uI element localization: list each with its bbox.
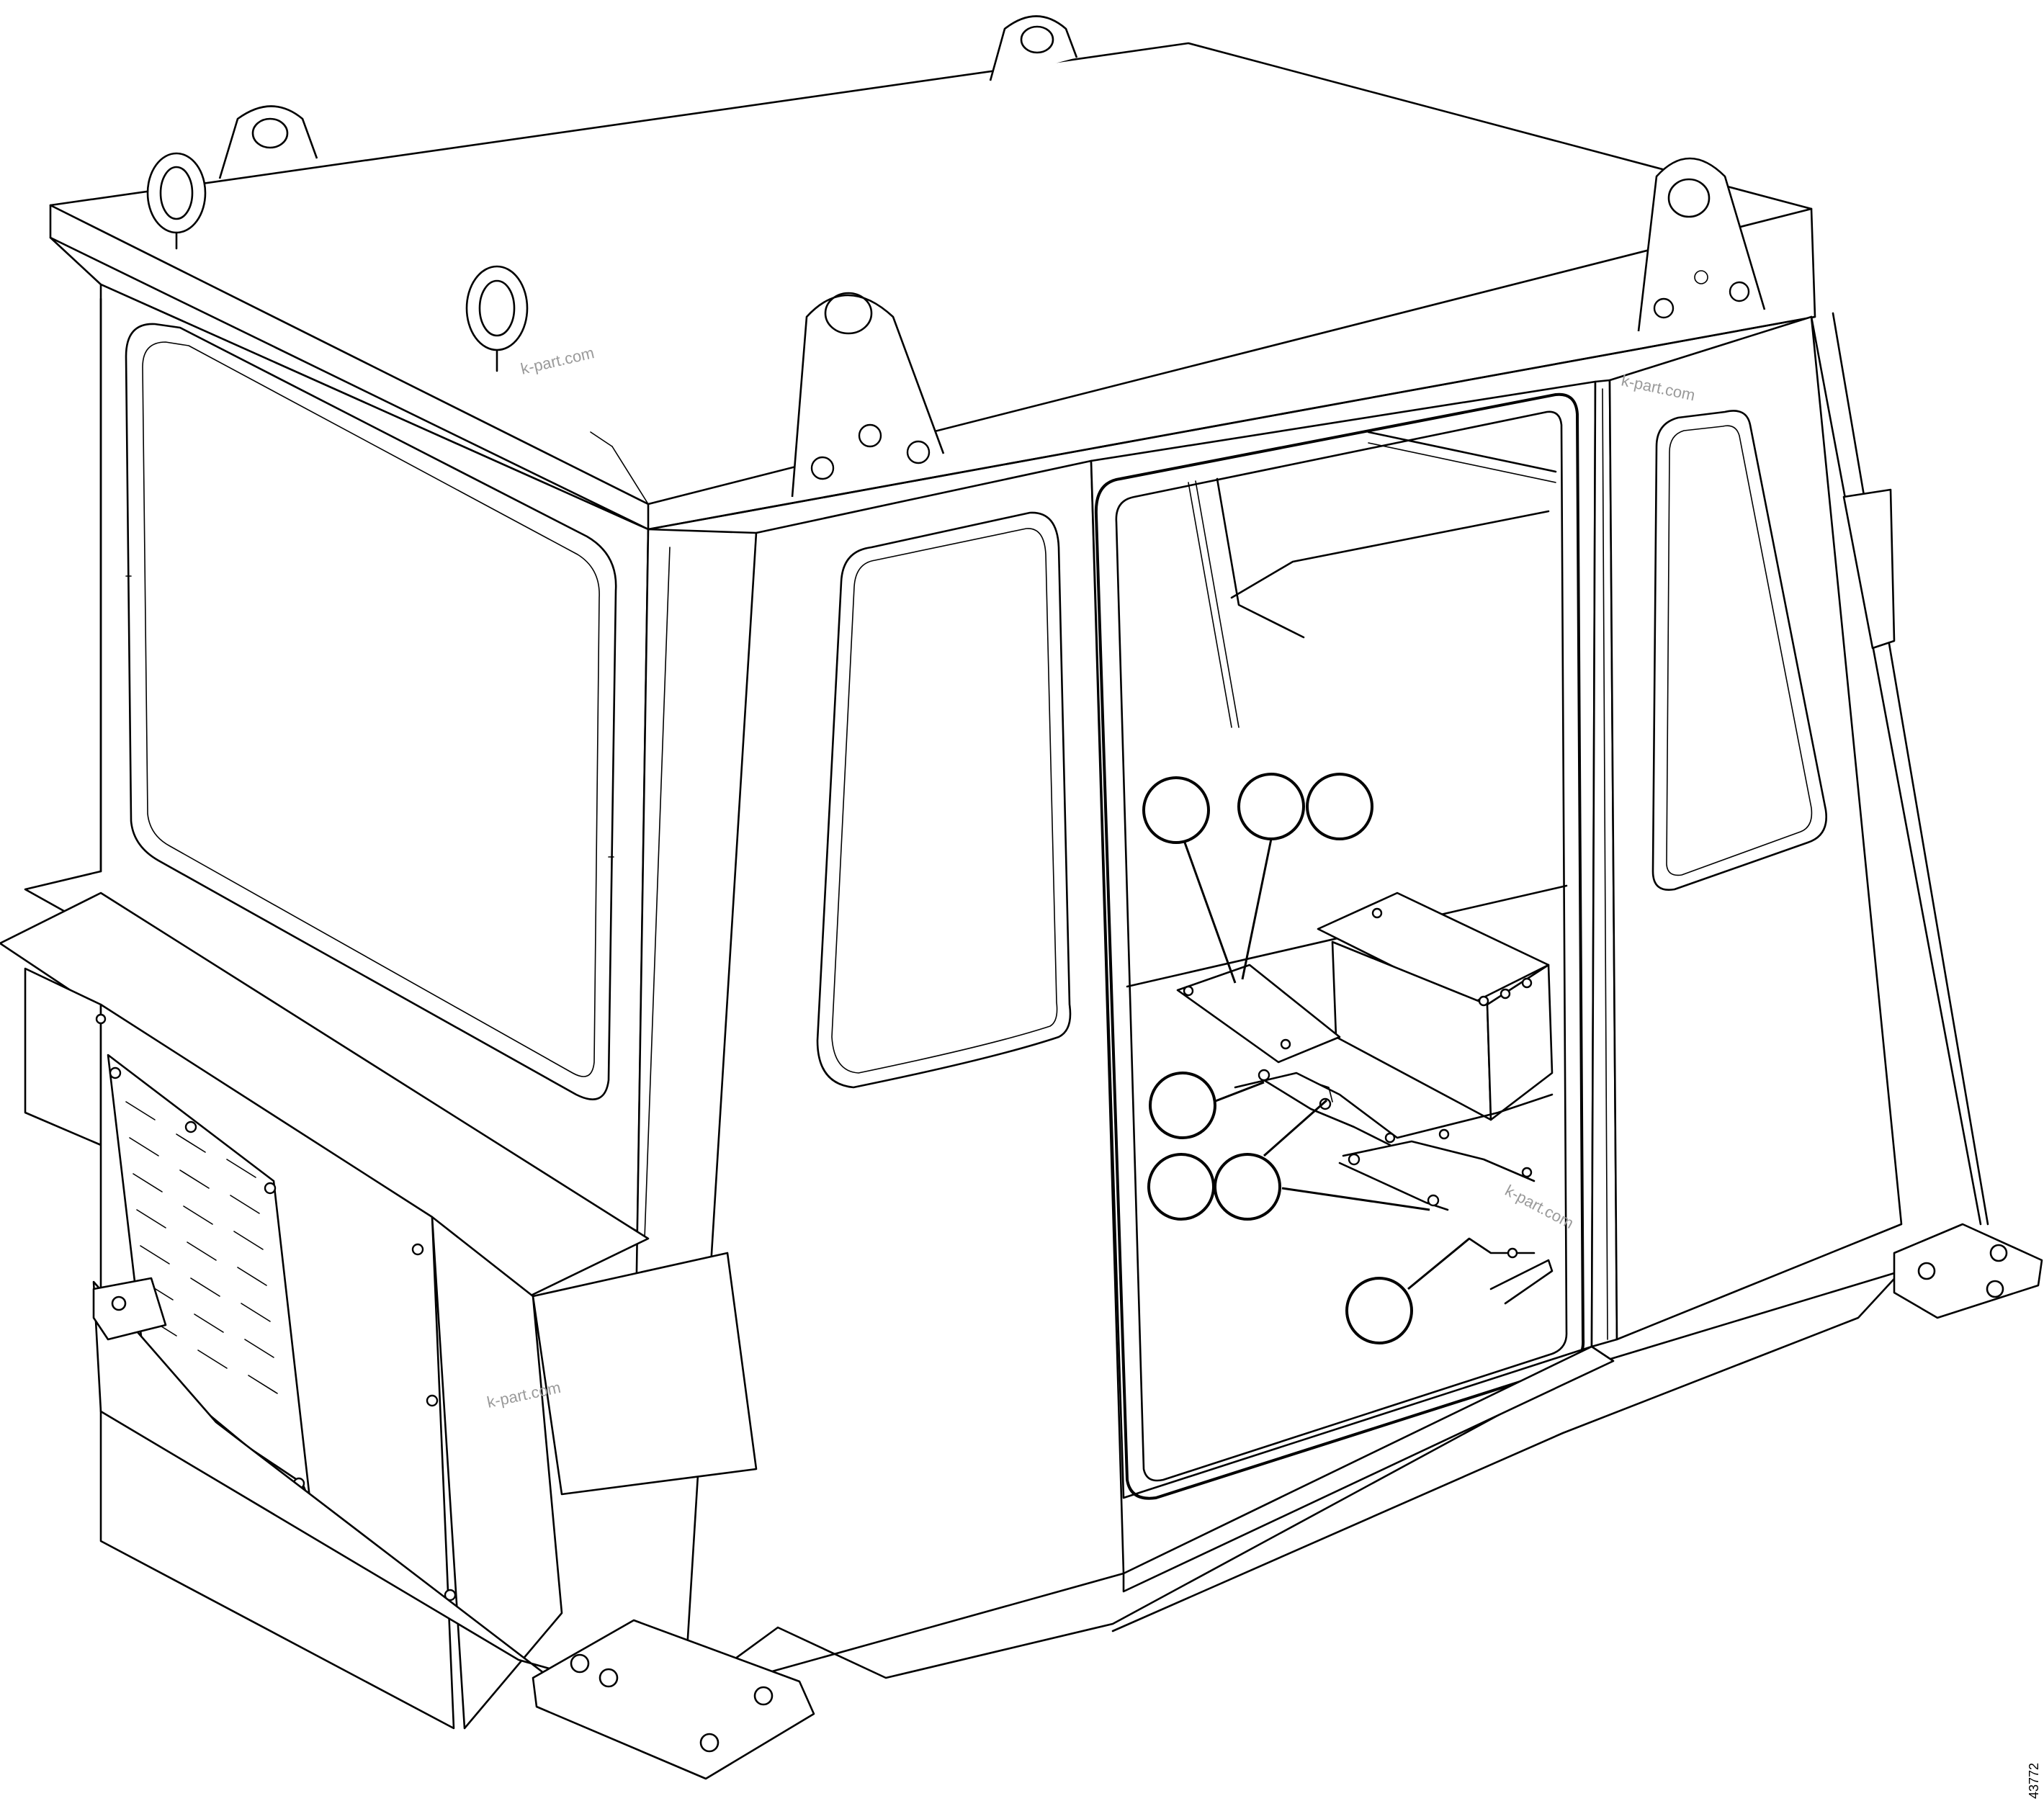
drawing-number: 43772 xyxy=(2027,1763,2041,1799)
callout-bubble xyxy=(1142,776,1210,844)
mount-pad-front-left xyxy=(532,1619,815,1780)
rear-right-box xyxy=(1842,488,1896,650)
floor-plates xyxy=(1176,964,1554,1305)
beacon-light-right xyxy=(465,265,529,372)
roof xyxy=(49,42,1816,531)
mount-pad-rear-left xyxy=(92,1277,167,1341)
lifting-eye-rear-right xyxy=(989,15,1078,81)
beacon-light-left xyxy=(146,152,207,250)
right-side-window xyxy=(1651,410,1828,891)
front-wall-left-section xyxy=(683,459,1125,1697)
callout-bubble xyxy=(1345,1277,1413,1344)
callout-bubble xyxy=(1237,773,1305,840)
right-side-panel xyxy=(1608,312,1989,1341)
callout-bubble xyxy=(1214,1153,1281,1221)
front-left-window xyxy=(816,511,1072,1089)
mount-pad-front-right xyxy=(1893,1223,2043,1319)
left-side-window xyxy=(125,323,617,1100)
callout-bubble xyxy=(1147,1153,1215,1221)
callouts xyxy=(1142,773,1470,1344)
callout-bubble xyxy=(1306,773,1373,840)
lifting-eye-front-left xyxy=(791,292,945,498)
lifting-eye-rear-left xyxy=(218,105,318,179)
seat-bracket xyxy=(1317,891,1554,1121)
lifting-eye-front-right xyxy=(1637,157,1766,332)
callout-bubble xyxy=(1149,1072,1216,1139)
